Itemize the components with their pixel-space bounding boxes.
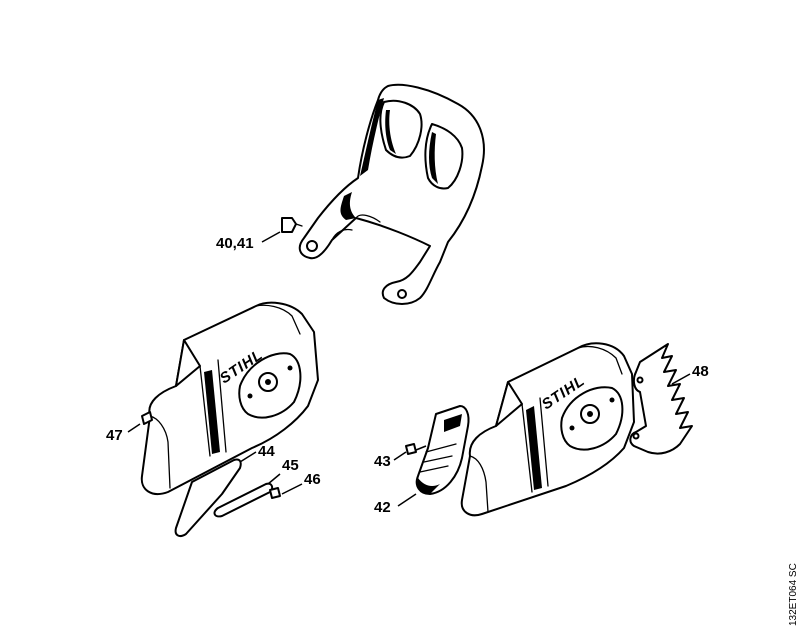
label-47: 47 <box>106 427 123 444</box>
leader-46 <box>281 483 303 495</box>
part-47 <box>141 411 153 425</box>
leader-45 <box>267 473 281 485</box>
part-46 <box>269 487 281 499</box>
leader-44 <box>239 451 257 463</box>
label-45: 45 <box>282 457 299 474</box>
left-sprocket-cover: STIHL <box>140 301 319 495</box>
label-42: 42 <box>374 499 391 516</box>
part-44 <box>174 458 242 537</box>
part-43 <box>405 443 417 455</box>
leader-48 <box>671 373 691 385</box>
leader-42 <box>397 493 417 507</box>
leader-43-tail <box>415 445 427 451</box>
leader-40-41 <box>261 231 281 243</box>
label-40-41: 40,41 <box>216 235 254 252</box>
label-46: 46 <box>304 471 321 488</box>
right-sprocket-cover: STIHL <box>460 342 635 517</box>
part-48 <box>629 343 693 455</box>
label-43: 43 <box>374 453 391 470</box>
part-42 <box>415 405 470 495</box>
hand-guard <box>281 83 485 305</box>
label-48: 48 <box>692 363 709 380</box>
label-44: 44 <box>258 443 275 460</box>
leader-47 <box>127 423 141 433</box>
leader-43 <box>393 451 407 461</box>
drawing-code: 132ET064 SC <box>788 563 799 626</box>
